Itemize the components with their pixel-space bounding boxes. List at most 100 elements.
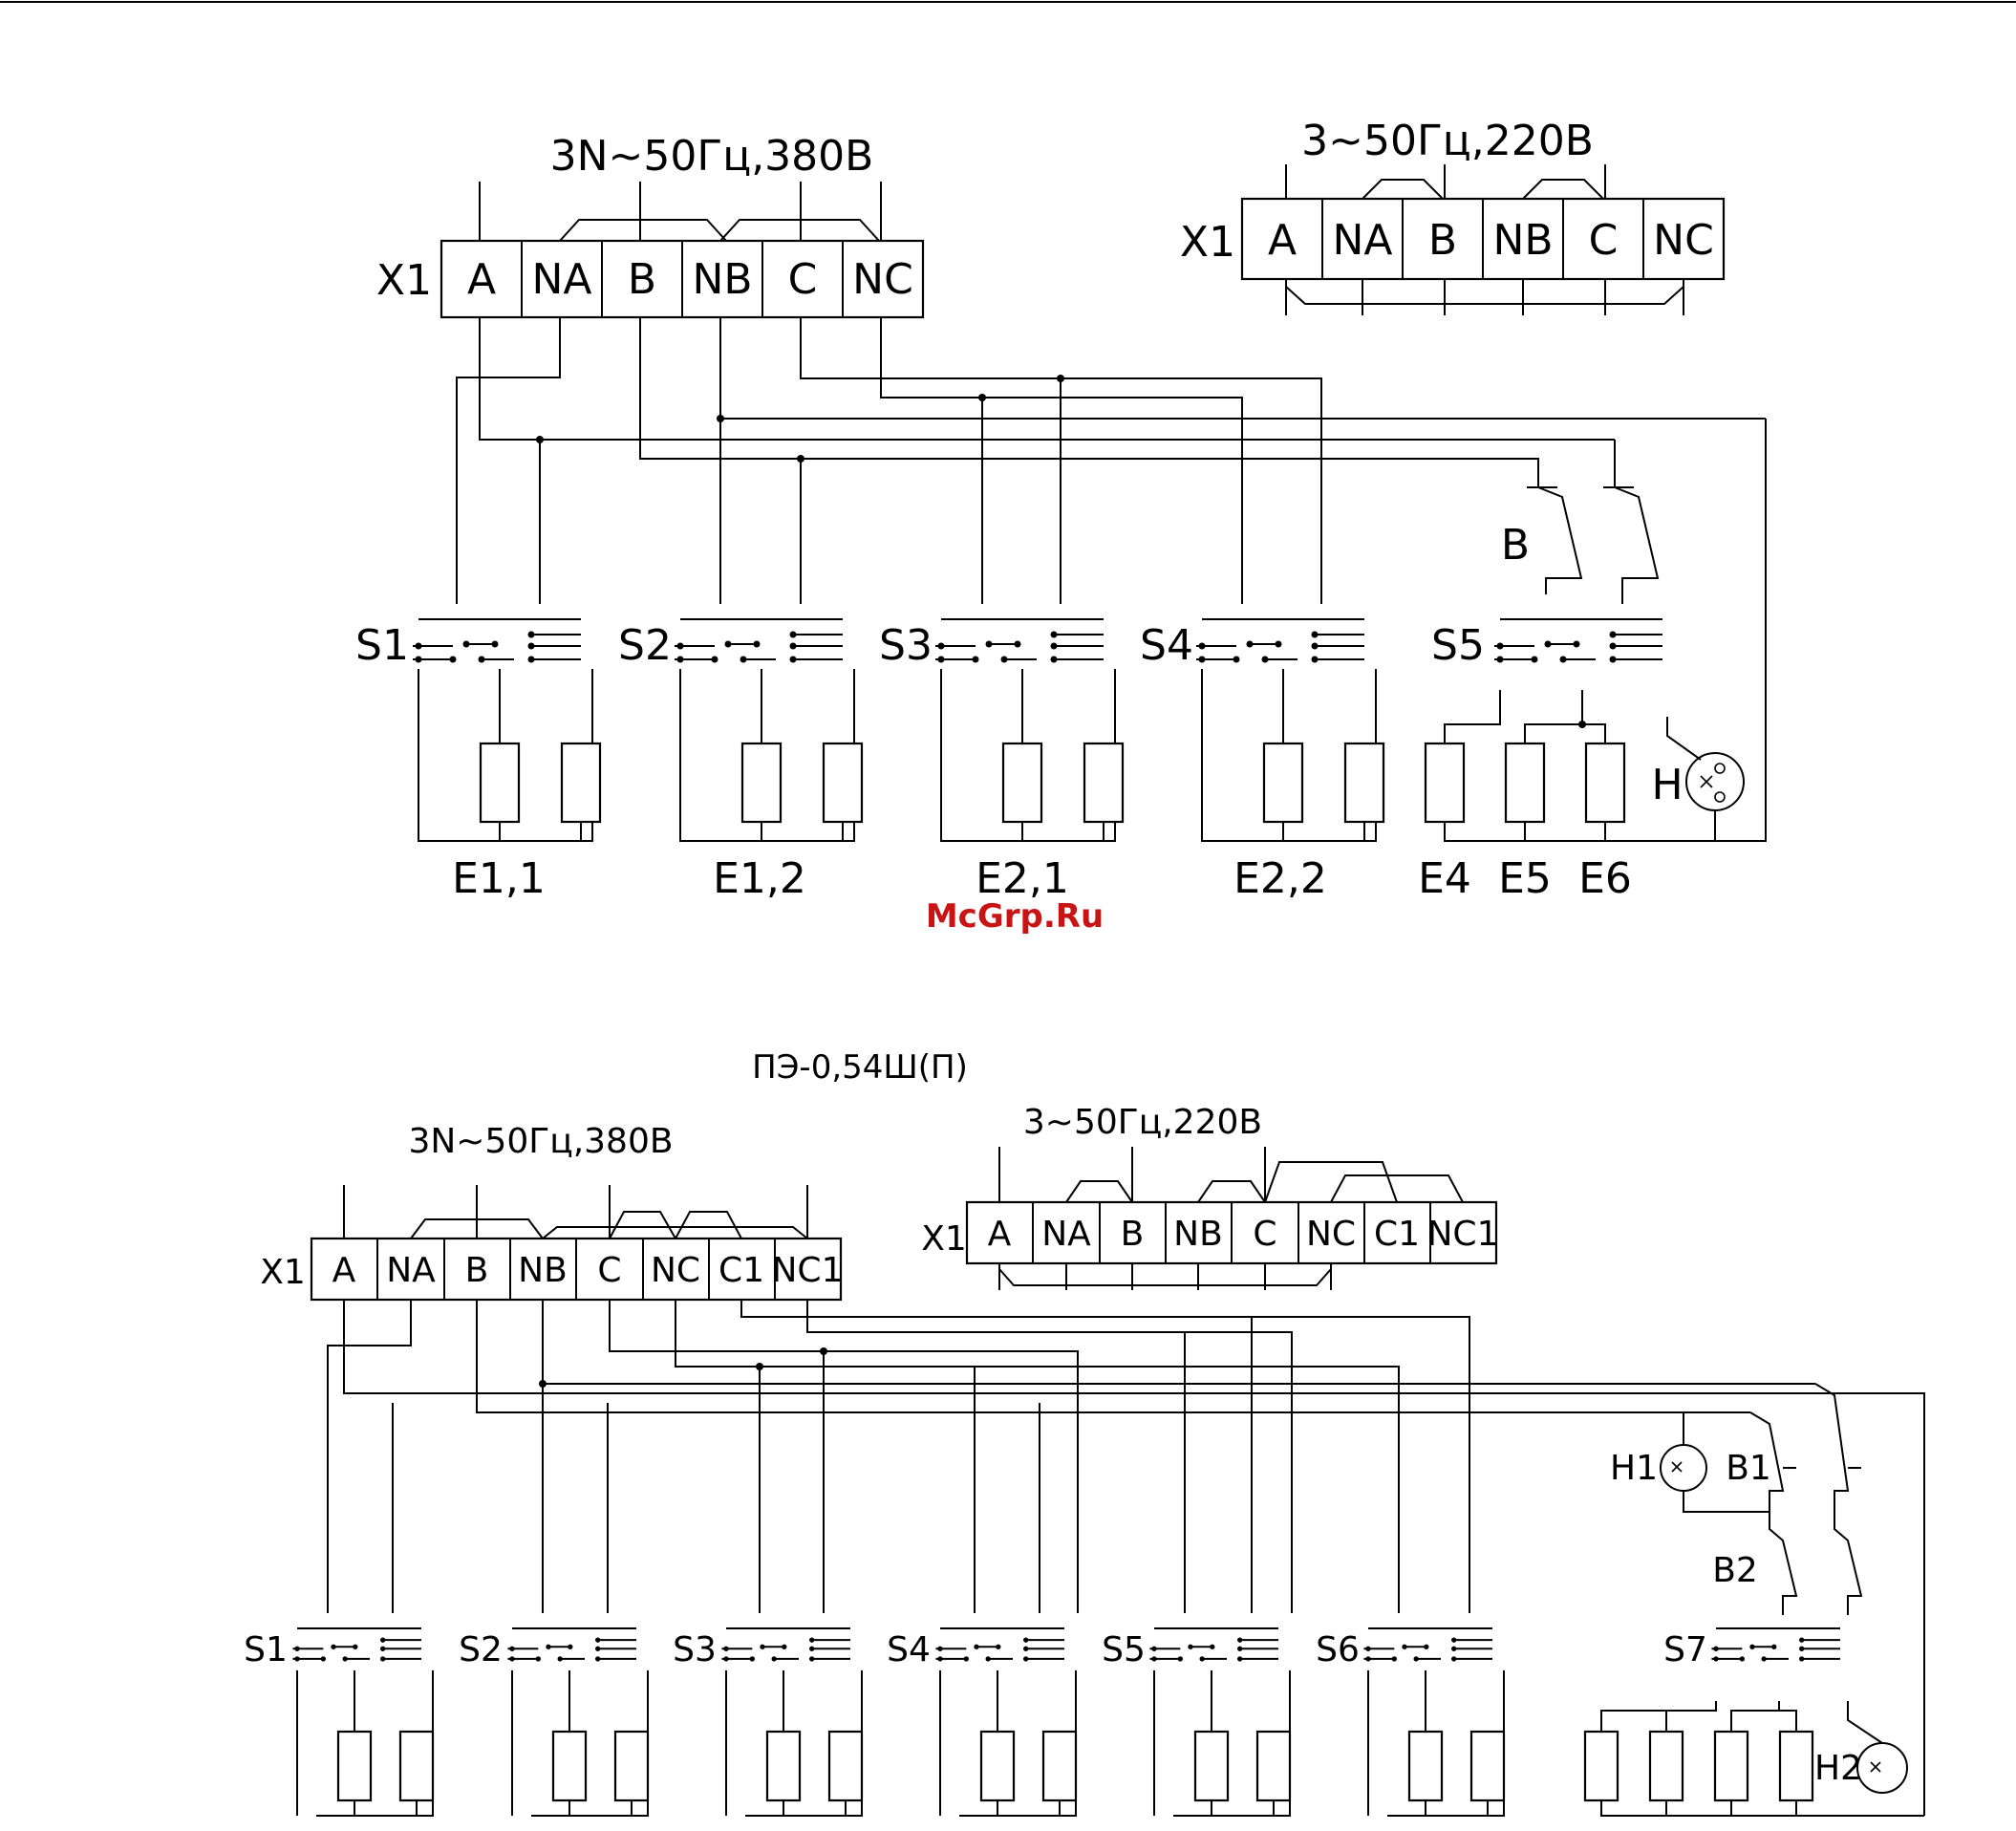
bottom-switch-label: S3 [673,1630,717,1669]
top-left-terminal: NB [692,255,752,304]
rotary-switch [1494,619,1662,663]
top-left-terminal: NC [852,255,913,304]
top-heaters [418,669,1766,841]
rotary-switch [1363,1628,1492,1662]
rotary-switch [292,1628,421,1662]
bottom-left-terminal: A [332,1251,356,1290]
top-switch-label: S1 [355,621,409,670]
top-right-supply-label: 3~50Гц,220В [1301,117,1594,165]
top-right-terminal: NB [1492,216,1553,265]
top-left-terminal-block: A NA B NB C NC [441,182,923,317]
top-heater-label: E2,1 [976,854,1069,903]
heater-element [1426,743,1464,822]
bottom-right-terminal-block: A NA B NB C NC C1 NC1 [967,1147,1498,1290]
top-heater-label: E1,1 [452,854,546,903]
top-switch-label: S3 [879,621,933,670]
bottom-left-block-label: X1 [260,1253,306,1292]
top-left-terminal: B [628,255,656,304]
top-right-terminal: NA [1332,216,1392,265]
bottom-right-terminal: C1 [1374,1215,1420,1254]
bottom-right-terminal: NA [1041,1215,1091,1254]
rotary-switch [1149,1628,1278,1662]
bottom-right-terminal: NB [1173,1215,1223,1254]
top-left-terminal: NA [531,255,591,304]
heater-element [615,1732,648,1800]
heater-element [1043,1732,1076,1800]
top-switch-label: S4 [1140,621,1193,670]
top-right-terminal: NC [1653,216,1714,265]
bottom-left-terminal: C1 [718,1251,764,1290]
bottom-left-terminal-block: A NA B NB C NC C1 NC1 [311,1185,843,1300]
bottom-switch-label: S2 [459,1630,503,1669]
heater-element [1345,743,1383,822]
bottom-left-terminal: B [465,1251,489,1290]
rotary-switch [1711,1628,1840,1662]
bottom-right-terminal: NC1 [1427,1215,1499,1254]
rotary-switch [413,619,581,663]
heater-element [981,1732,1014,1800]
top-heater-label: E1,2 [713,854,806,903]
heater-element [1264,743,1302,822]
bottom-left-terminal: NC1 [772,1251,844,1290]
bottom-right-terminal: NC [1306,1215,1356,1254]
heater-element [481,743,519,822]
top-right-terminal: B [1428,216,1457,265]
top-switch-B-label: B [1501,521,1530,570]
top-left-terminal: C [788,255,818,304]
top-heater-label: E2,2 [1233,854,1327,903]
top-scheme: 3N~50Гц,380В 3~50Гц,220В X1 X1 A NA B NB… [355,117,1766,903]
heater-element [1471,1732,1504,1800]
rotary-switch [1196,619,1364,663]
watermark: McGrp.Ru [926,897,1104,936]
bottom-lamp-label: H1 [1610,1449,1658,1488]
bottom-switch-label: S4 [887,1630,931,1669]
bottom-model-label: ПЭ-0,54Ш(П) [752,1048,968,1087]
top-left-block-label: X1 [376,256,432,305]
top-lamp-H: H [1651,717,1744,841]
heater-element [400,1732,433,1800]
bottom-right-terminal: B [1121,1215,1145,1254]
bottom-lamp-H2: H2 [1814,1701,1907,1793]
top-right-terminal: C [1589,216,1619,265]
heater-element [1585,1732,1618,1800]
bottom-switch-label: S5 [1102,1630,1146,1669]
heater-element [1650,1732,1683,1800]
bottom-switches [292,1628,1840,1662]
heater-element [1084,743,1123,822]
heater-element [1586,743,1624,822]
heater-element [562,743,600,822]
bottom-scheme: ПЭ-0,54Ш(П) 3N~50Гц,380В 3~50Гц,220В X1 … [244,1048,1924,1816]
bottom-switch-label: S7 [1663,1630,1707,1669]
top-right-terminal-block: A NA B NB C NC [1242,164,1724,315]
top-right-block-label: X1 [1180,218,1235,267]
bottom-left-terminal: NB [518,1251,568,1290]
heater-element [1195,1732,1228,1800]
top-heater-label: E5 [1498,854,1552,903]
rotary-switch [507,1628,636,1662]
heater-element [1715,1732,1748,1800]
bottom-right-terminal: C [1253,1215,1276,1254]
rotary-switch [935,1628,1064,1662]
heater-element [1257,1732,1290,1800]
bottom-left-supply-label: 3N~50Гц,380В [408,1122,673,1161]
bottom-left-terminal: NA [386,1251,436,1290]
bottom-limit-switch-label: B1 [1726,1449,1771,1488]
rotary-switch [935,619,1104,663]
heater-element [742,743,781,822]
top-heater-label: E4 [1418,854,1471,903]
rotary-switch [675,619,843,663]
bottom-switch-label: S6 [1316,1630,1360,1669]
heater-element [338,1732,371,1800]
top-switch-B: B [1501,487,1658,604]
heater-element [1506,743,1544,822]
top-left-supply-label: 3N~50Гц,380В [550,132,874,181]
bottom-left-terminal: C [597,1251,621,1290]
top-right-terminal: A [1268,216,1297,265]
heater-element [1409,1732,1442,1800]
heater-element [553,1732,586,1800]
bottom-heaters [297,1670,1924,1816]
heater-element [829,1732,862,1800]
bottom-switch-label: S1 [244,1630,288,1669]
heater-element [824,743,862,822]
